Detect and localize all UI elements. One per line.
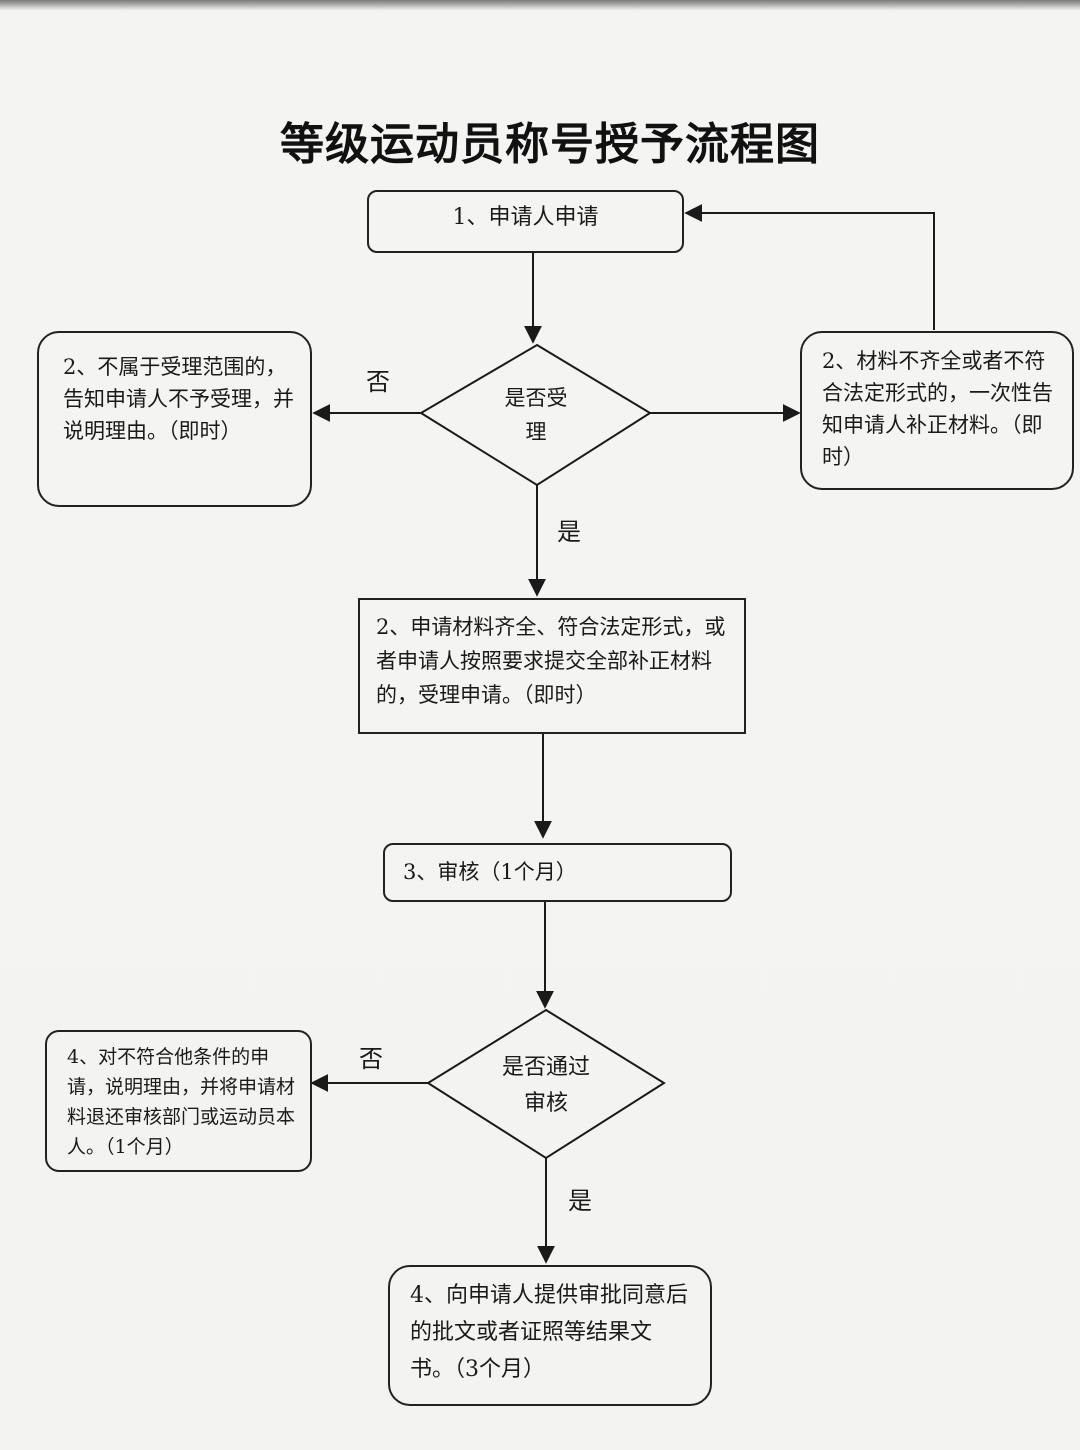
decision-accept-label: 是否受理: [503, 381, 569, 449]
node-review: 3、审核（1个月）: [383, 843, 732, 902]
node-incomplete-text: 2、材料不齐全或者不符合法定形式的，一次性告知申请人补正材料。（即时）: [822, 349, 1053, 469]
node-review-text: 3、审核（1个月）: [403, 860, 577, 884]
page-title: 等级运动员称号授予流程图: [280, 119, 820, 170]
edge-incomplete-to-apply: [684, 204, 935, 330]
edge-label-no-2: 否: [359, 1045, 383, 1073]
edge-label-yes-2: 是: [568, 1187, 592, 1215]
node-return: 4、对不符合他条件的申请，说明理由，并将申请材料退还审核部门或运动员本人。（1个…: [45, 1030, 312, 1172]
decision-pass-text: 是否通过审核: [501, 1055, 590, 1116]
node-apply-text: 1、申请人申请: [452, 205, 599, 230]
edge-label-no-1: 否: [366, 368, 390, 396]
node-reject-scope-text: 2、不属于受理范围的，告知申请人不予受理，并说明理由。（即时）: [63, 355, 294, 443]
node-reject-scope: 2、不属于受理范围的，告知申请人不予受理，并说明理由。（即时）: [37, 331, 312, 507]
node-return-text: 4、对不符合他条件的申请，说明理由，并将申请材料退还审核部门或运动员本人。（1个…: [67, 1046, 296, 1158]
node-incomplete: 2、材料不齐全或者不符合法定形式的，一次性告知申请人补正材料。（即时）: [800, 331, 1074, 490]
node-apply: 1、申请人申请: [367, 190, 684, 253]
node-accept-text: 2、申请材料齐全、符合法定形式，或者申请人按照要求提交全部补正材料的，受理申请。…: [376, 615, 726, 707]
node-provide-text: 4、向申请人提供审批同意后的批文或者证照等结果文书。（3个月）: [410, 1283, 688, 1382]
node-provide: 4、向申请人提供审批同意后的批文或者证照等结果文书。（3个月）: [388, 1265, 712, 1406]
scan-edge: [0, 0, 1080, 10]
node-accept: 2、申请材料齐全、符合法定形式，或者申请人按照要求提交全部补正材料的，受理申请。…: [358, 598, 746, 734]
edge-label-yes-1: 是: [557, 518, 581, 546]
decision-accept-text: 是否受理: [504, 386, 568, 444]
decision-pass-label: 是否通过审核: [496, 1050, 596, 1122]
